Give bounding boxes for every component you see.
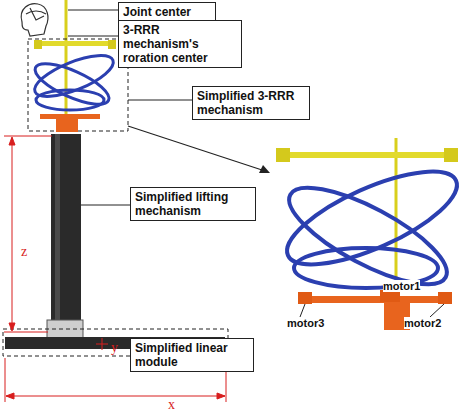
- yellow-block: [108, 40, 116, 49]
- leader-line: [300, 304, 305, 317]
- yellow-block: [34, 40, 42, 49]
- blue-link: [30, 47, 118, 104]
- callout-text: Simplified linear module: [135, 341, 249, 369]
- callout-box: Simplified linear module: [130, 338, 254, 372]
- dimension-label: z: [21, 244, 27, 260]
- y-dimension: [102, 338, 103, 350]
- zoom-arrow: [128, 126, 262, 170]
- dimension-tick: [4, 332, 48, 333]
- dimension-arrows: [9, 137, 15, 331]
- head-icon: [21, 4, 48, 36]
- callout-text: 3-RRR mechanism's roration center: [123, 23, 237, 65]
- large-3rrr: [276, 138, 468, 330]
- leader-line: [68, 36, 118, 37]
- callout-box: Simplified lifting mechanism: [130, 187, 256, 221]
- dashed-frame: [28, 39, 128, 131]
- head-outline: [21, 4, 48, 36]
- head-detail: [26, 8, 46, 20]
- motor-label: motor3: [287, 317, 324, 329]
- x-dimension: [6, 396, 225, 397]
- motor-label: motor1: [383, 280, 420, 292]
- z-dimension: [12, 138, 13, 330]
- callout-box: 3-RRR mechanism's roration center: [118, 20, 242, 68]
- motor-block: [438, 292, 452, 304]
- column-shade: [55, 134, 60, 324]
- leader-line: [81, 205, 130, 206]
- blue-link: [36, 90, 104, 110]
- callout-text: Simplified lifting mechanism: [135, 190, 251, 218]
- orange-base: [305, 296, 445, 303]
- blue-link: [30, 56, 114, 112]
- yellow-block: [276, 148, 290, 162]
- yellow-bar: [282, 152, 452, 158]
- callout-text: Joint center: [123, 5, 211, 19]
- leader-line: [430, 304, 444, 317]
- callout-text: Simplified 3-RRR mechanism: [197, 89, 305, 117]
- dimension-label: x: [168, 397, 175, 411]
- motor-block: [298, 292, 312, 304]
- dimension-arrows: [6, 393, 225, 399]
- dimension-label: y: [111, 340, 118, 356]
- yellow-bar: [36, 41, 116, 46]
- leader-line: [68, 10, 118, 11]
- lifting-column: [51, 134, 81, 324]
- callout-box: Joint center: [118, 2, 216, 22]
- blue-link: [277, 170, 459, 302]
- callout-box: Simplified 3-RRR mechanism: [192, 86, 310, 120]
- leader-line: [128, 100, 192, 101]
- dimension-tick: [5, 358, 6, 402]
- orange-stand: [56, 118, 78, 132]
- blue-link: [276, 153, 468, 283]
- zoom-arrowhead: [259, 165, 270, 173]
- joint-axis: [65, 0, 68, 120]
- yellow-axis: [395, 138, 398, 292]
- small-3rrr: [30, 40, 118, 132]
- dimension-tick: [4, 136, 52, 137]
- motor-label: motor2: [404, 317, 441, 329]
- yellow-block: [444, 148, 458, 162]
